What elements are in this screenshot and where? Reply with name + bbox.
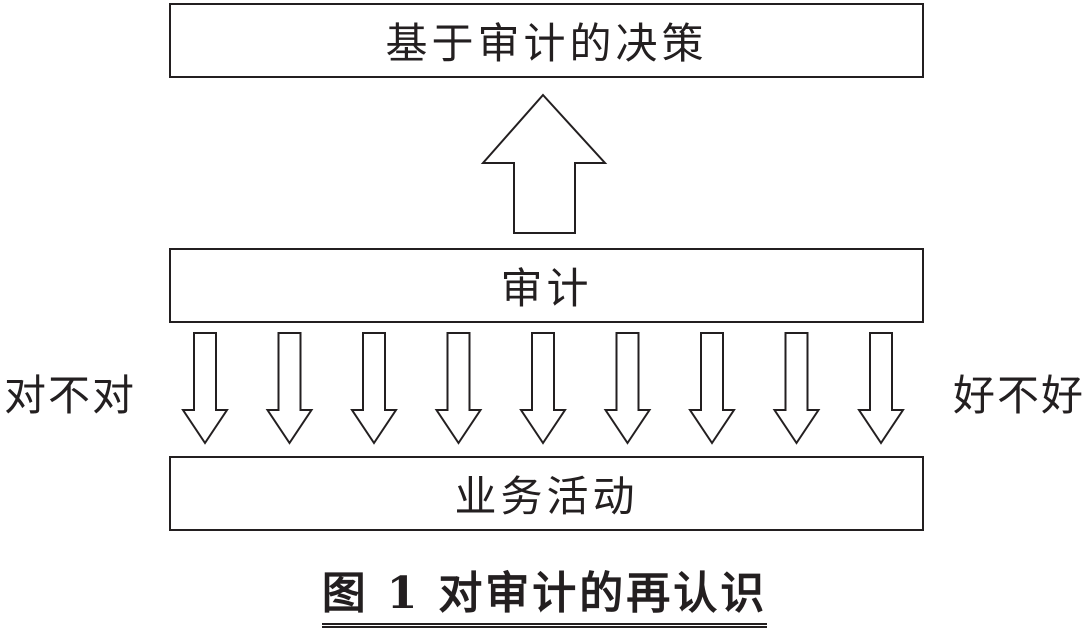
- down-arrow: [772, 332, 821, 445]
- decision-box: 基于审计的决策: [169, 3, 924, 78]
- down-arrow: [688, 332, 736, 445]
- audit-box-label: 审计: [500, 264, 593, 313]
- business-activity-box-label: 业务活动: [454, 472, 639, 521]
- down-arrow: [603, 332, 652, 445]
- down-arrow: [265, 332, 314, 445]
- audit-box: 审计: [169, 248, 924, 323]
- down-arrow: [434, 332, 483, 445]
- business-activity-box: 业务活动: [169, 456, 924, 531]
- decision-box-label: 基于审计的决策: [385, 19, 708, 68]
- caption-title: 对审计的再认识: [438, 568, 768, 619]
- right-side-label: 好不好: [952, 371, 1085, 420]
- caption-number: 1: [386, 568, 421, 619]
- down-arrow-group: [181, 332, 905, 445]
- caption-prefix: 图: [321, 568, 369, 619]
- up-arrow: [480, 93, 608, 234]
- down-arrow: [857, 332, 905, 445]
- down-arrow: [350, 332, 398, 445]
- down-arrow: [519, 332, 567, 445]
- down-arrow: [181, 332, 229, 445]
- left-side-label: 对不对: [4, 371, 137, 420]
